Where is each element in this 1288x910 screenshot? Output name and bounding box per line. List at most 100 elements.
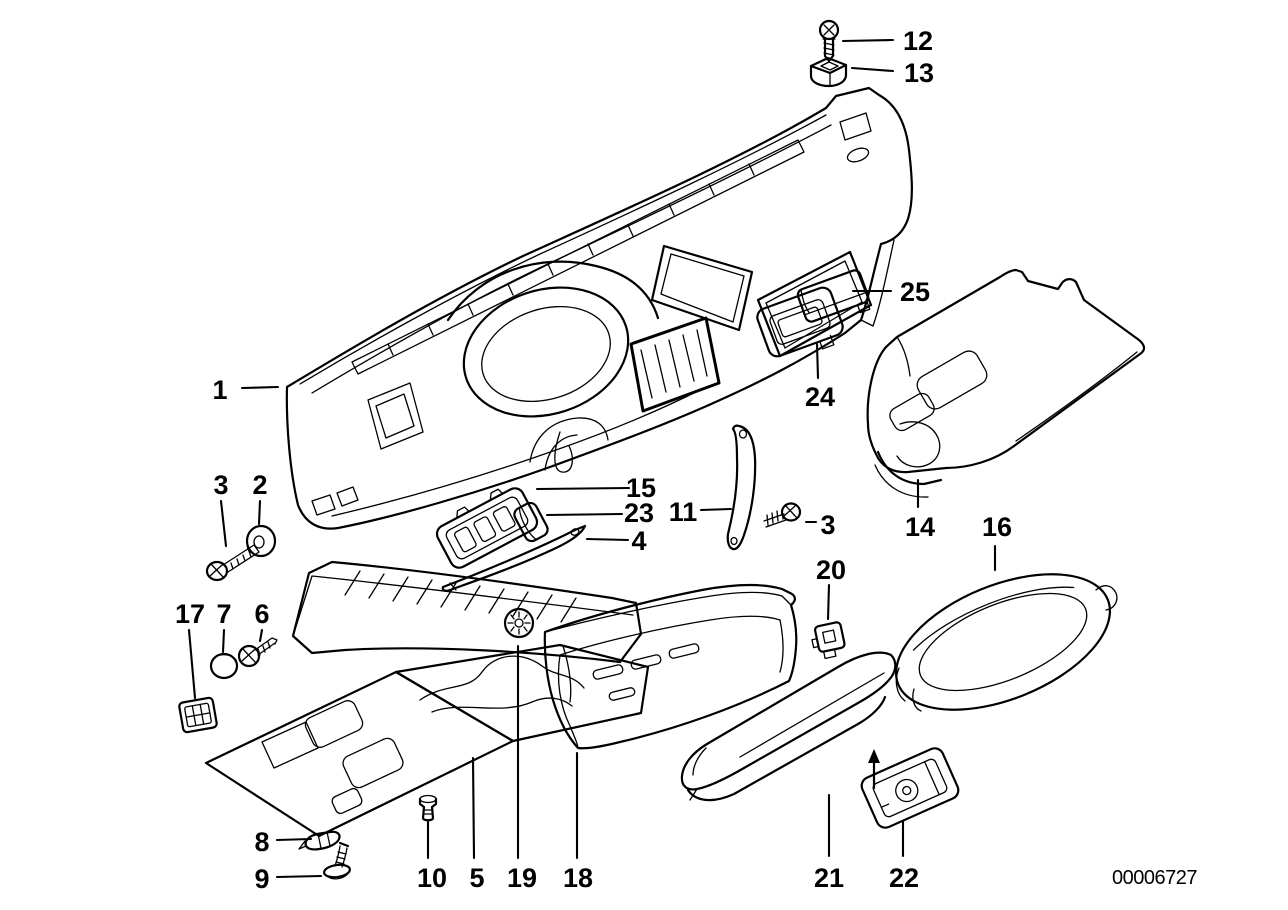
callout-16: 16 [982, 512, 1012, 542]
part-18-glovebox-body-shape [557, 654, 579, 749]
part-1-instrument-panel-shape [839, 112, 872, 141]
part-15-vent-grille [435, 487, 539, 569]
leader-line-12 [841, 38, 895, 43]
part-12-screw-shape [823, 24, 835, 36]
callout-20: 20 [816, 555, 846, 585]
part-1-instrument-panel-shape [660, 253, 745, 323]
part-23-cover-cap-shape [513, 501, 549, 543]
part-15-vent-grille-shape [492, 506, 516, 532]
part-15-vent-grille-shape [435, 487, 539, 569]
callout-2: 2 [252, 470, 267, 500]
part-24-bezel [756, 286, 844, 358]
part-24-bezel-shape [769, 299, 831, 345]
part-21-lower-trim [680, 651, 897, 802]
part-14-glovebox-lid-shape [1015, 351, 1138, 442]
part-22-lamp-shape-shape [902, 785, 912, 796]
part-19-grommet [503, 607, 535, 639]
part-18-glovebox-body [543, 583, 798, 750]
part-21-lower-trim-shape [692, 672, 885, 776]
part-3-bolt-right-shape [783, 504, 798, 519]
part-4-trim-strip [441, 524, 587, 592]
part-5-lower-panel-shape [562, 645, 572, 703]
part-1-instrument-panel-shape [311, 486, 359, 516]
callout-6: 6 [254, 599, 269, 629]
part-1-instrument-panel-shape [387, 163, 755, 356]
leader-line-13 [850, 66, 895, 73]
part-11-trim-strip [726, 424, 757, 551]
callout-18: 18 [563, 863, 593, 893]
cluster-binnacle [462, 286, 630, 418]
leader-line-7 [221, 628, 226, 654]
part-20-clip [811, 621, 846, 660]
part-3-bolt-right-shape [763, 509, 787, 528]
part-14-glovebox-lid-shape [874, 464, 929, 498]
part-16-cluster-bezel-shape [894, 573, 1112, 711]
leader-line-6 [258, 628, 264, 643]
side-vent [367, 382, 424, 450]
leader-line-3 [219, 499, 228, 548]
callout-7: 7 [216, 599, 231, 629]
part-18-glovebox-body-shape [592, 664, 624, 680]
part-21-lower-trim-shape [686, 695, 887, 802]
part-7-cap-shape [212, 653, 237, 661]
part-24-bezel-shape [756, 286, 844, 358]
leader-line-8 [275, 837, 313, 842]
part-5-lower-panel-shape [261, 721, 319, 769]
leader-line-9 [275, 874, 323, 879]
part-9-screw-shape [334, 845, 348, 868]
part-11-trim-strip-shape [738, 429, 748, 439]
part-5-lower-panel-shape [344, 570, 577, 623]
part-14-glovebox-lid-shape [876, 450, 943, 486]
part-1-instrument-panel-shape [846, 147, 870, 163]
part-19-grommet-shape [514, 618, 524, 628]
part-8-clip [298, 830, 341, 851]
part-15-vent-grille-shape [473, 516, 497, 542]
part-2-washer-shape [253, 535, 265, 549]
part-5-lower-panel-shape [394, 643, 650, 743]
callout-13: 13 [904, 58, 934, 88]
part-11-trim-strip-shape [730, 536, 738, 546]
part-1-instrument-panel-shape [446, 260, 660, 322]
callout-23: 23 [624, 498, 654, 528]
part-17-connector [178, 696, 218, 734]
part-23-cover-cap-shape [518, 508, 537, 540]
part-16-cluster-bezel-shape-shape [894, 573, 1112, 711]
callout-9: 9 [254, 864, 269, 894]
part-4-trim-strip-shape [441, 524, 587, 592]
document-number: 00006727 [1112, 867, 1197, 889]
callout-12: 12 [903, 26, 933, 56]
glovebox-aperture [756, 250, 873, 358]
part-1-instrument-panel-shape [351, 139, 805, 375]
callout-3: 3 [213, 470, 228, 500]
part-5-lower-panel-shape [304, 700, 364, 748]
part-18-glovebox-body-shape [559, 615, 781, 656]
part-6-screw-shape [241, 648, 257, 664]
part-4-trim-strip-shape [449, 582, 457, 591]
part-17-connector-shape [178, 696, 218, 734]
part-24-bezel-shape [819, 334, 835, 350]
part-22-lamp-shape-shape [860, 747, 960, 829]
part-19-grommet-shape [507, 611, 531, 635]
center-vent-opening [650, 244, 754, 332]
part-17-connector-shape [185, 703, 211, 727]
part-5-lower-panel-shape [292, 575, 634, 637]
callout-17: 17 [175, 599, 205, 629]
part-21-lower-trim-shape [689, 788, 698, 801]
part-16-cluster-bezel-shape-shape [918, 592, 1088, 692]
part-24-bezel-shape [777, 306, 823, 338]
part-9-screw-shape [322, 863, 352, 879]
part-18-glovebox-body-shape [668, 643, 700, 659]
leader-line-2 [257, 499, 262, 526]
leader-line-5 [471, 756, 476, 860]
part-15-vent-grille-shape [445, 496, 529, 560]
part-3-bolt-left-shape [209, 563, 225, 579]
callout-1: 1 [212, 375, 227, 405]
part-13-clip-shape [809, 63, 848, 88]
part-1-instrument-panel-shape [640, 329, 708, 399]
part-25-cover-shape [856, 299, 871, 314]
part-16-cluster-bezel-shape [895, 585, 1118, 712]
part-9-screw-shape [338, 841, 350, 848]
part-20-clip-shape [814, 621, 846, 653]
part-14-glovebox-lid [866, 268, 1146, 498]
